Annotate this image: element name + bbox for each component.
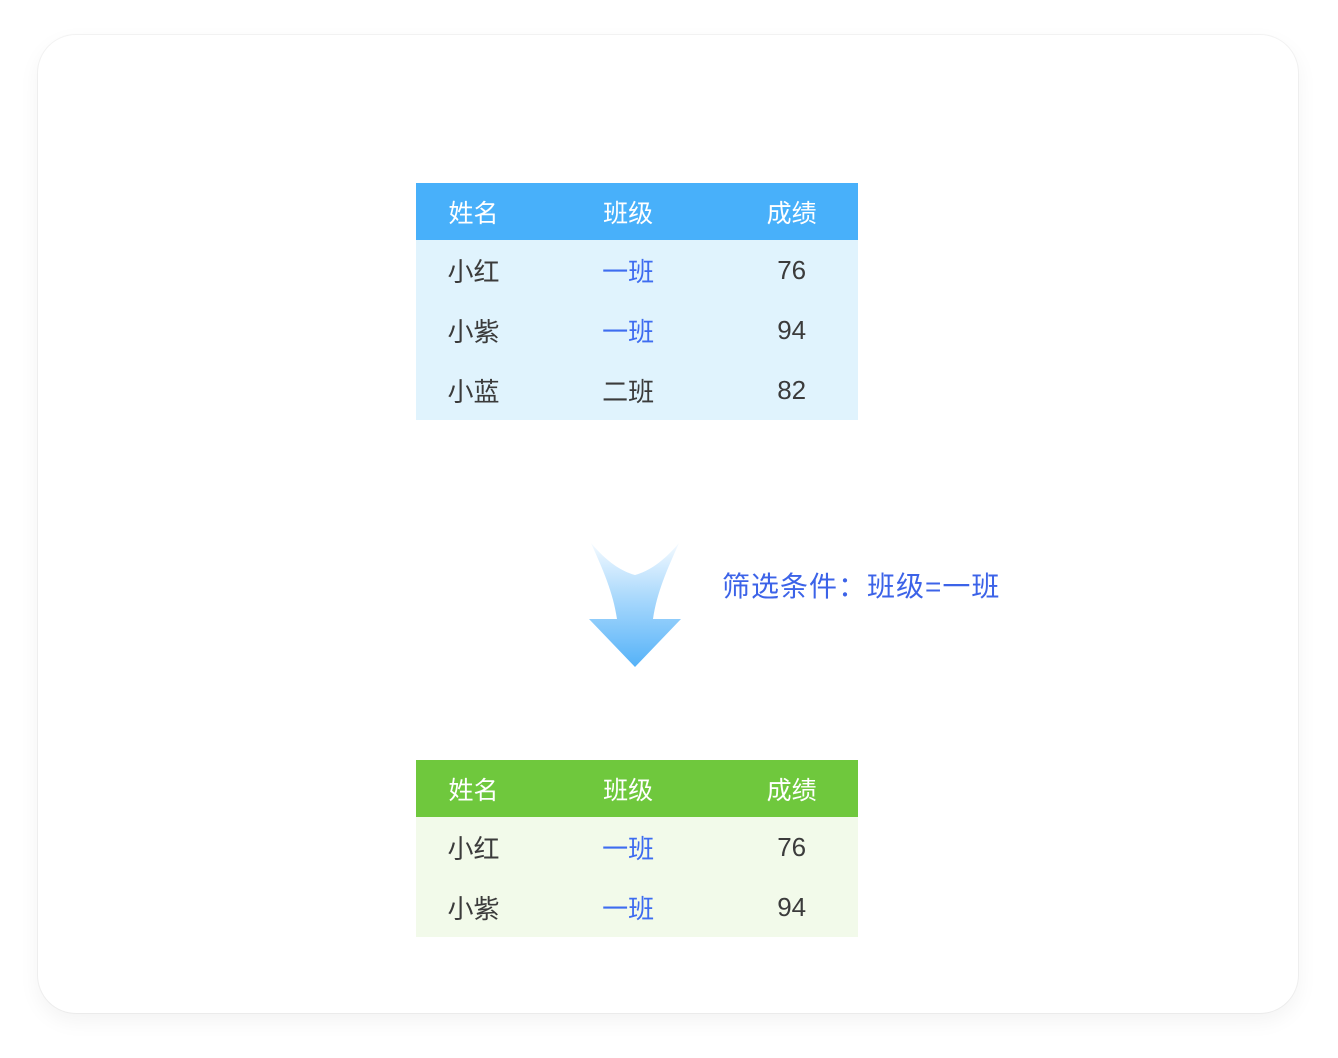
- cell-class: 一班: [602, 833, 655, 864]
- filtered-table-header: 姓名 班级 成绩: [416, 760, 858, 817]
- header-cell-name: 姓名: [448, 199, 499, 228]
- header-cell-class: 班级: [603, 199, 654, 228]
- header-cell-score: 成绩: [766, 776, 817, 805]
- filter-condition-label: 筛选条件：班级=一班: [722, 571, 1001, 602]
- source-table-header: 姓名 班级 成绩: [416, 183, 858, 240]
- cell-score: 94: [777, 314, 807, 345]
- card: 姓名 班级 成绩 小红 一班 76 小紫 一班 94 小蓝 二班 82: [38, 35, 1298, 1013]
- cell-name: 小紫: [447, 893, 500, 924]
- table-row: 小红 一班 76: [416, 817, 858, 877]
- cell-score: 76: [777, 831, 807, 862]
- table-row: 小红 一班 76: [416, 240, 858, 300]
- table-row: 小蓝 二班 82: [416, 360, 858, 420]
- table-row: 小紫 一班 94: [416, 300, 858, 360]
- cell-class: 一班: [602, 316, 655, 347]
- header-cell-score: 成绩: [766, 199, 817, 228]
- cell-score: 76: [777, 254, 807, 285]
- header-cell-name: 姓名: [448, 776, 499, 805]
- cell-score: 82: [777, 374, 807, 405]
- cell-class: 一班: [602, 256, 655, 287]
- table-row: 小紫 一班 94: [416, 877, 858, 937]
- source-table: 姓名 班级 成绩 小红 一班 76 小紫 一班 94 小蓝 二班 82: [416, 183, 858, 420]
- cell-name: 小紫: [447, 316, 500, 347]
- cell-name: 小红: [447, 256, 500, 287]
- cell-class: 一班: [602, 893, 655, 924]
- cell-class: 二班: [602, 376, 655, 407]
- header-cell-class: 班级: [603, 776, 654, 805]
- down-arrow-icon: [589, 543, 681, 667]
- filtered-table: 姓名 班级 成绩 小红 一班 76 小紫 一班 94: [416, 760, 858, 937]
- cell-name: 小蓝: [447, 376, 500, 407]
- cell-score: 94: [777, 891, 807, 922]
- cell-name: 小红: [447, 833, 500, 864]
